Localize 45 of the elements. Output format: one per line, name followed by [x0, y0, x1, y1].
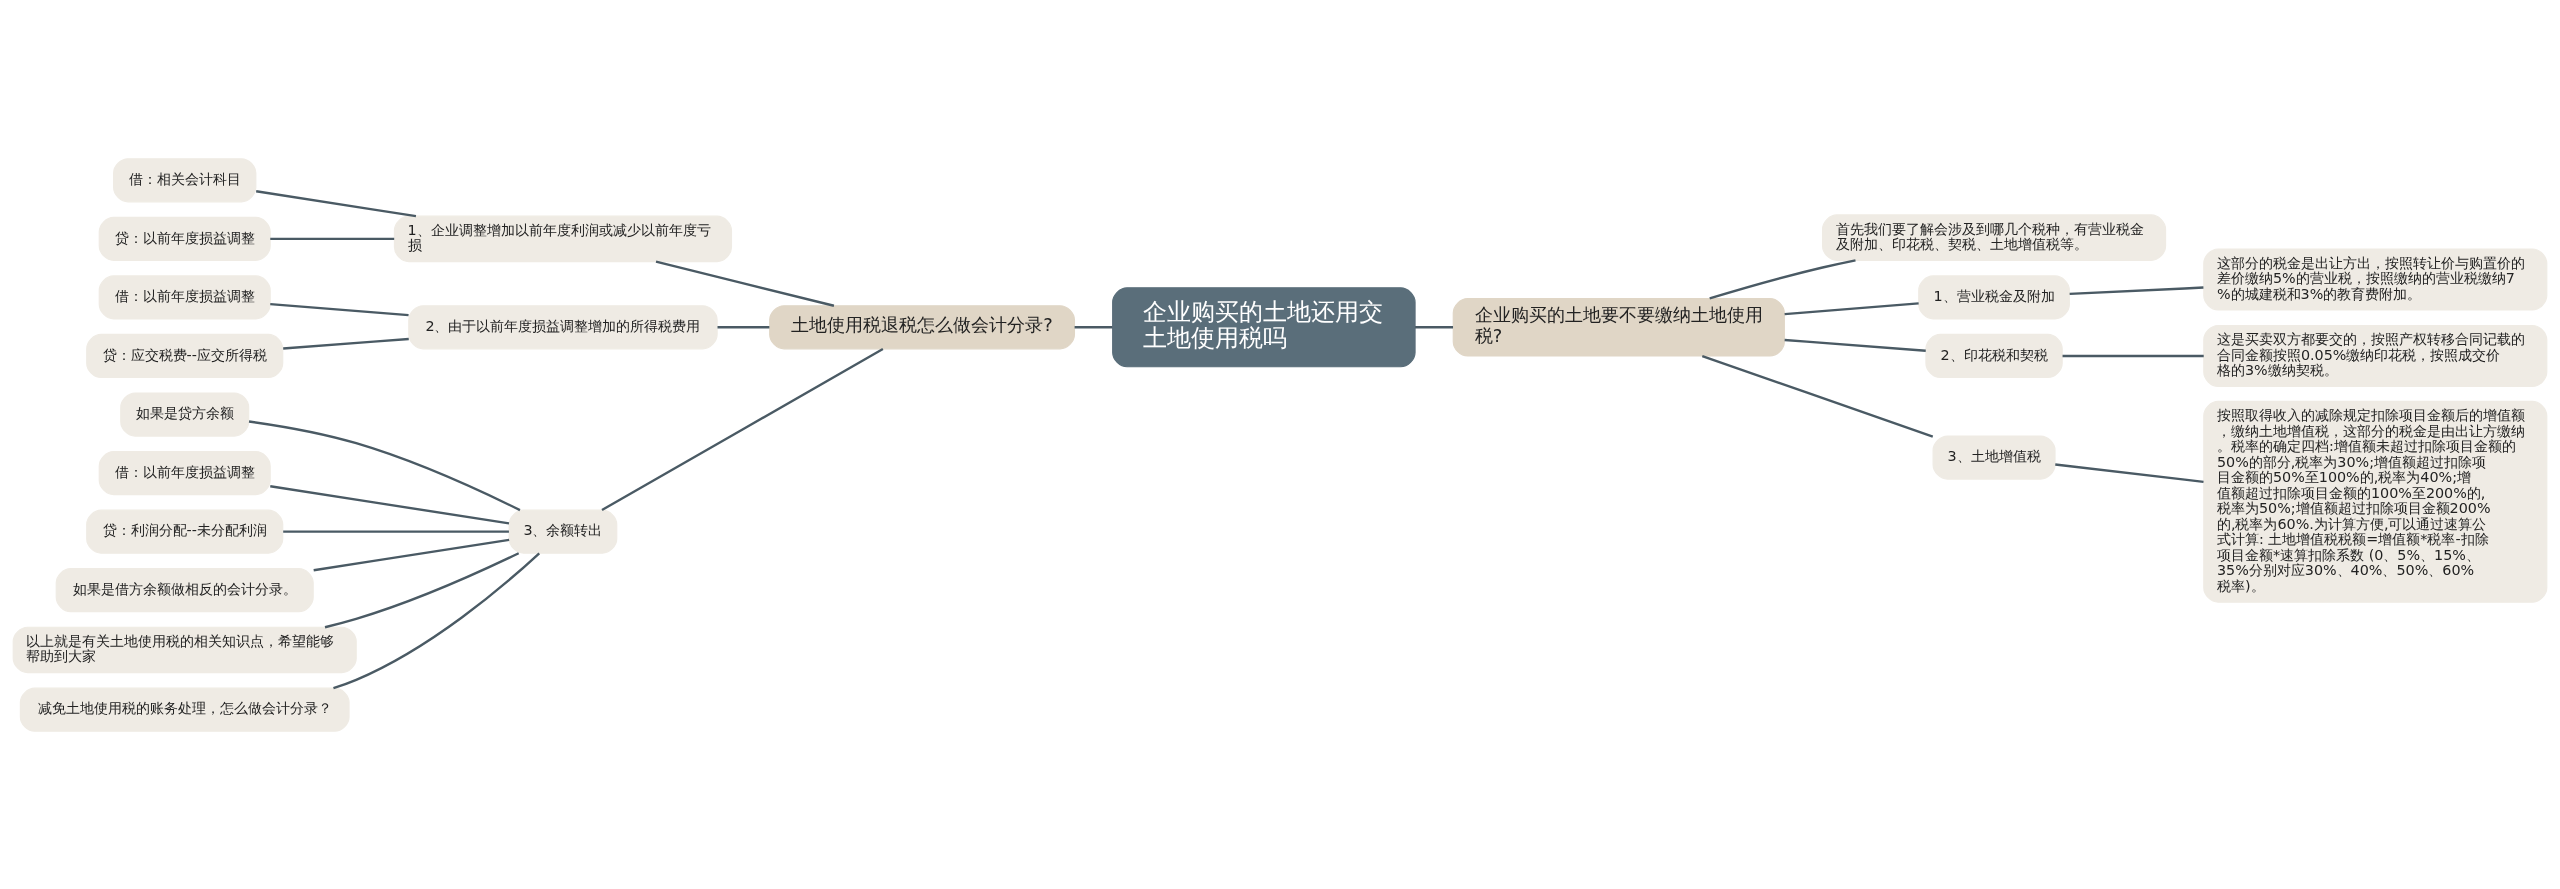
node-box: 3、土地增值税 [1932, 434, 2056, 480]
connector [1415, 325, 1454, 328]
connector [333, 551, 541, 689]
connector [655, 259, 835, 307]
node-box: 如果是借方余额做相反的会计分录。 [55, 567, 314, 612]
node-box: 减免土地使用税的账务处理，怎么做会计分录？ [19, 687, 350, 732]
connector [324, 551, 520, 628]
node-box: 企业购买的土地还用交土地使用税吗 [1112, 286, 1416, 367]
connector [1074, 325, 1113, 328]
connector [283, 529, 509, 533]
node-box: 这部分的税金是出让方出，按照转让价与购置价的差价缴纳5%的营业税，按照缴纳的营业税缴纳7%的城建税和3%的教育费附加。 [2203, 247, 2548, 311]
node-box: 借：相关会计科目 [113, 157, 257, 202]
connector [270, 237, 395, 240]
node-box: 2、由于以前年度损益调整增加的所得税费用 [408, 304, 718, 349]
node-box: 借：以前年度损益调整 [98, 274, 271, 320]
node-box: 贷：利润分配--未分配利润 [86, 509, 284, 554]
node-box: 3、余额转出 [508, 509, 618, 554]
node-box: 以上就是有关土地使用税的相关知识点，希望能够帮助到大家 [12, 626, 357, 673]
connector [283, 337, 409, 350]
connector [313, 538, 510, 571]
connector [1701, 354, 1934, 438]
connector [1784, 301, 1919, 315]
node-box: 按照取得收入的减除规定扣除项目金额后的增值额，缴纳土地增值税，这部分的税金是由出让方缴纳。税率的确定四档:增值额未超过扣除项目金额的50%的部分,税率为30%;增值额超过扣除项目金额的50%至100%的,税率为40%;增值额超过扣除项目金额的100%至200%的,税率为50%;增值额超过扣除项目金额200%的,税率为60%.为计算方便,可以通过速算公式计算: 土地增值税税额=增值额*税率-扣除项目金额*速算扣除系数 (0、5%、15%、35%分别对应30%、40%、50%、60%税率)。 [2203, 400, 2548, 603]
connector [2055, 462, 2204, 483]
connector [248, 419, 521, 511]
connector [717, 325, 770, 328]
connector [2062, 354, 2204, 357]
connector [2069, 285, 2204, 295]
node-box: 这是买卖双方都要交的，按照产权转移合同记载的合同金额按照0.05%缴纳印花税，按照成交价格的3%缴纳契税。 [2203, 324, 2548, 387]
connector [1784, 338, 1926, 352]
node-box: 1、营业税金及附加 [1918, 274, 2070, 320]
node-box: 2、印花税和契税 [1925, 333, 2063, 378]
node-box: 土地使用税退税怎么做会计分录? [769, 304, 1076, 349]
connector [270, 484, 510, 525]
node-box: 企业购买的土地要不要缴纳土地使用税? [1452, 297, 1785, 357]
node-box: 贷：以前年度损益调整 [98, 216, 271, 261]
node-box: 如果是贷方余额 [120, 391, 250, 437]
connector [1709, 258, 1856, 300]
connector [256, 189, 417, 217]
node-box: 贷：应交税费--应交所得税 [86, 333, 284, 378]
node-box: 首先我们要了解会涉及到哪几个税种，有营业税金及附加、印花税、契税、土地增值税等。 [1821, 213, 2167, 261]
node-box: 1、企业调整增加以前年度利润或减少以前年度亏损 [393, 215, 733, 262]
connector [601, 347, 884, 511]
connector [270, 302, 409, 316]
node-box: 借：以前年度损益调整 [98, 450, 271, 495]
